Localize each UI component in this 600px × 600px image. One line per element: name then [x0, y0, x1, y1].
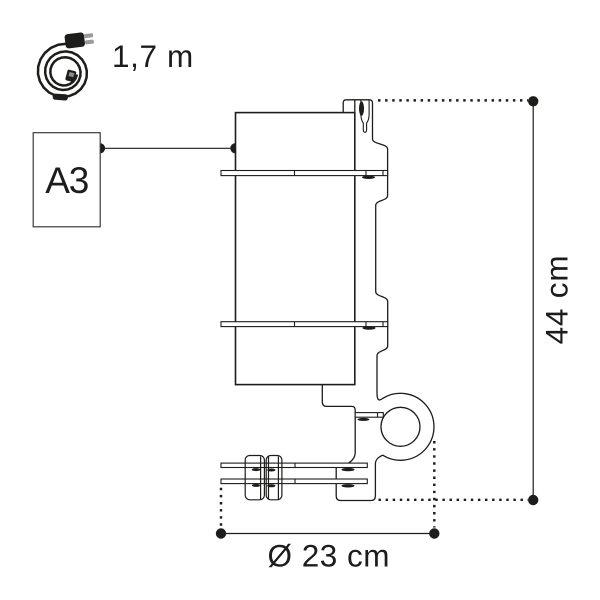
svg-text:Ø 23 cm: Ø 23 cm — [268, 538, 391, 574]
svg-text:44 cm: 44 cm — [539, 255, 575, 345]
svg-text:1,7 m: 1,7 m — [112, 38, 194, 74]
svg-text:A3: A3 — [45, 160, 88, 201]
